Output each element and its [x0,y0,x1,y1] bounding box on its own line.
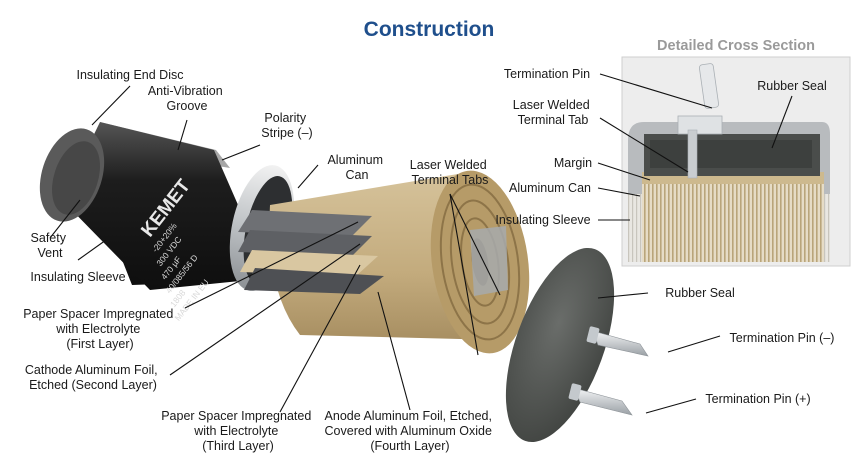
safety-vent [52,141,100,215]
label-inset-insulating-sleeve: Insulating Sleeve [495,213,590,227]
label-insulating-end-disc: Insulating End Disc [76,68,183,82]
label-anti-vibration-groove: Anti-Vibration Groove [148,84,226,113]
label-paper-spacer-first-layer: Paper Spacer Impregnated with Electrolyt… [23,307,177,351]
label-inset-laser-welded-tab: Laser Welded Terminal Tab [513,98,593,127]
label-aluminum-can: Aluminum Can [327,153,386,182]
pointer-lines [49,73,793,414]
label-inset-aluminum-can: Aluminum Can [509,181,591,195]
rubber-seal-disc [505,247,615,443]
aluminum-can-body [62,122,272,290]
label-rubber-seal: Rubber Seal [665,286,735,300]
label-termination-pin-minus: Termination Pin (–) [730,331,835,345]
termination-pin-minus [586,326,649,357]
label-cathode-foil-second-layer: Cathode Aluminum Foil, Etched (Second La… [25,363,161,392]
diagram-title: Construction [364,18,495,41]
label-anode-foil-fourth-layer: Anode Aluminum Foil, Etched, Covered wit… [325,409,496,453]
laser-welded-terminal-tab [470,226,508,296]
termination-pin-plus [568,383,633,416]
anode-foil-fourth-layer [244,268,384,294]
label-inset-termination-pin: Termination Pin [504,67,590,81]
inset-title: Detailed Cross Section [657,38,815,54]
label-laser-welded-terminal-tabs: Laser Welded Terminal Tabs [410,158,490,187]
cross-section-art [628,63,830,262]
label-paper-spacer-third-layer: Paper Spacer Impregnated with Electrolyt… [161,409,315,453]
paper-first-layer [238,210,372,236]
label-termination-pin-plus: Termination Pin (+) [705,392,810,406]
label-inset-rubber-seal: Rubber Seal [757,79,827,93]
label-insulating-sleeve: Insulating Sleeve [30,270,125,284]
label-inset-margin: Margin [554,156,592,170]
cathode-foil-second-layer [238,230,372,256]
label-safety-vent: Safety Vent [31,231,70,260]
label-polarity-stripe: Polarity Stripe (–) [261,111,312,140]
